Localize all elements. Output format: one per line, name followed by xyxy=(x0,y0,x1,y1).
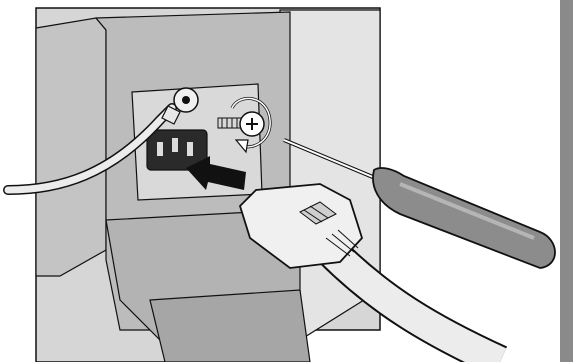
socket-pin-right xyxy=(187,142,193,156)
socket-pin-center xyxy=(172,138,178,152)
left-pillar xyxy=(36,18,106,276)
base-front xyxy=(150,290,310,362)
page-edge-bar xyxy=(560,0,573,362)
socket-pin-left xyxy=(157,142,163,156)
